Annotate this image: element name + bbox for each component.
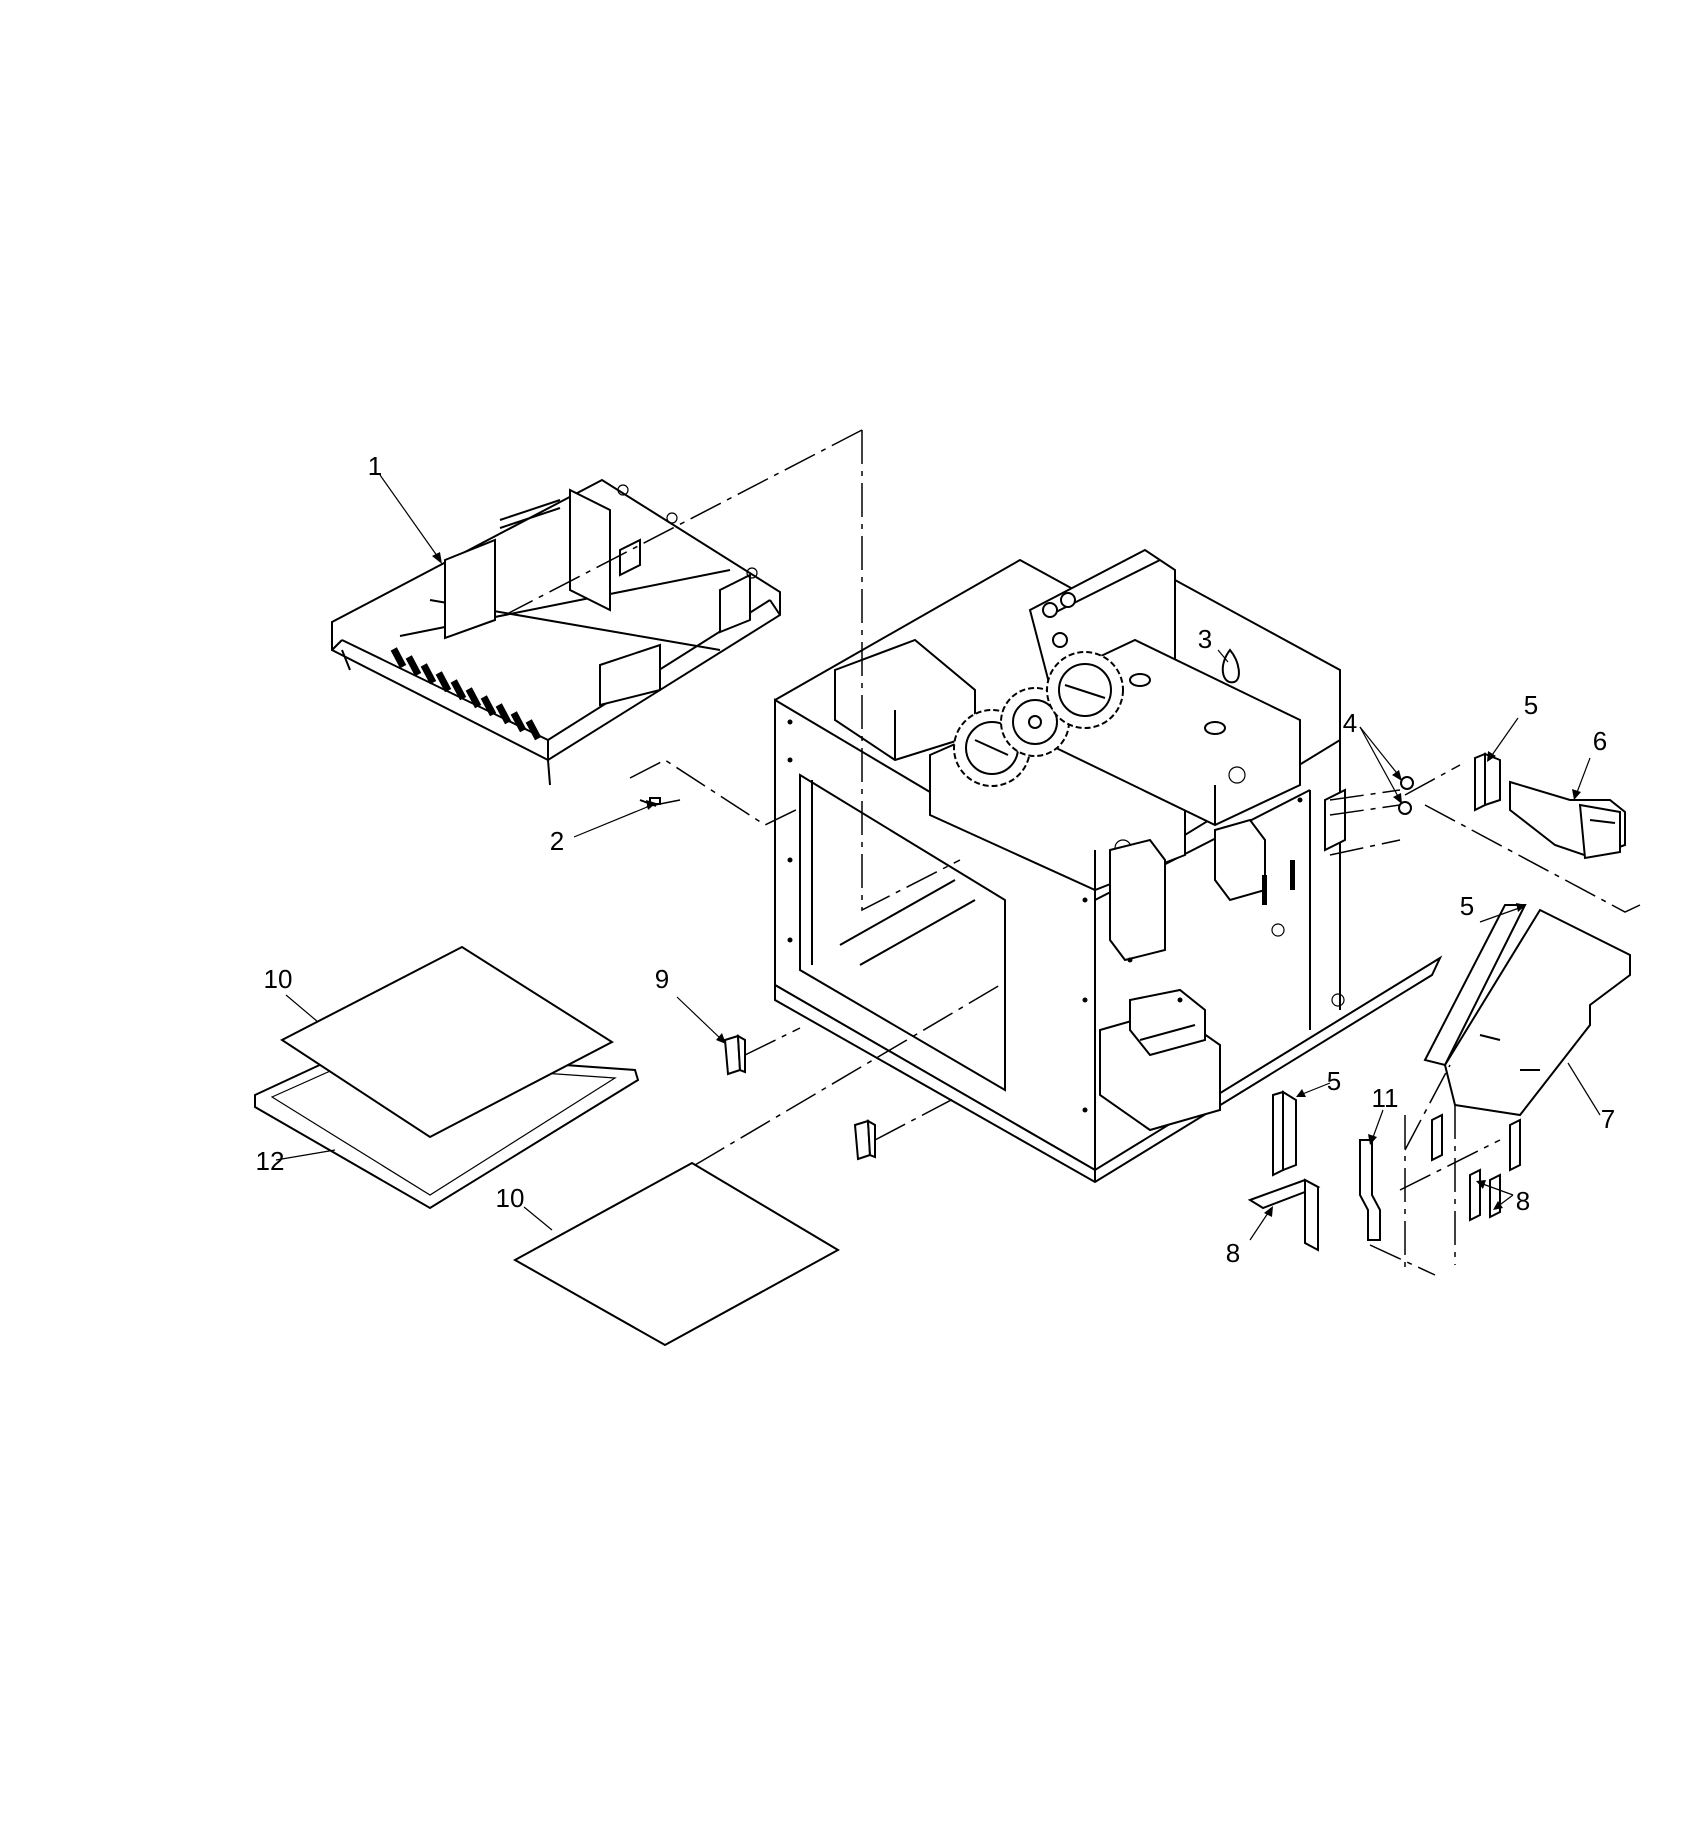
tray-vent-slots <box>390 499 561 741</box>
callout-8-left: 8 <box>1226 1238 1240 1268</box>
callout-1: 1 <box>368 451 382 481</box>
part-5-bracket-upper <box>1474 752 1501 812</box>
part-10-panel-upper <box>280 945 615 1139</box>
callout-2: 2 <box>550 826 564 856</box>
callout-3: 3 <box>1198 624 1212 654</box>
callout-11: 11 <box>1372 1083 1399 1113</box>
callout-5-lower: 5 <box>1327 1066 1341 1096</box>
part-1-top-baffle-tray <box>331 478 781 786</box>
capacitor-block <box>1109 818 1266 962</box>
callout-10-upper: 10 <box>264 964 293 994</box>
part-9-block-upper <box>723 1034 746 1076</box>
callout-labels: 1 2 3 4 5 6 5 7 5 11 8 8 9 10 10 12 <box>256 451 1616 1268</box>
stirrer-gear-3 <box>1046 651 1124 729</box>
callout-10-lower: 10 <box>496 1183 525 1213</box>
part-8-bracket-left <box>1247 1178 1321 1252</box>
callout-12: 12 <box>256 1146 285 1176</box>
transformer <box>1099 988 1221 1132</box>
callout-5-middle: 5 <box>1460 891 1474 921</box>
main-chassis-cavity <box>774 548 1443 1184</box>
part-4-screws <box>1398 776 1414 815</box>
callout-8-right: 8 <box>1516 1186 1530 1216</box>
part-3-clip <box>1221 648 1240 684</box>
part-8-bracket-right <box>1469 1168 1501 1222</box>
callout-5-upper: 5 <box>1524 690 1538 720</box>
callout-9: 9 <box>655 964 669 994</box>
leader-lines <box>275 474 1601 1241</box>
part-11-bracket <box>1359 1139 1381 1241</box>
callout-6: 6 <box>1593 726 1607 756</box>
part-5-bracket-lower-right <box>1431 1113 1521 1172</box>
assembly-centerlines <box>504 429 1641 1276</box>
part-6-waveguide-duct <box>1509 780 1626 860</box>
part-5-bracket-lower <box>1272 1090 1297 1177</box>
callout-7: 7 <box>1601 1104 1615 1134</box>
part-10-panel-lower <box>512 1161 841 1347</box>
part-7-waveguide-cover <box>1443 908 1631 1117</box>
callout-4: 4 <box>1343 708 1357 738</box>
chassis-holes <box>787 719 1303 1113</box>
part-9-block-lower <box>853 1119 876 1161</box>
